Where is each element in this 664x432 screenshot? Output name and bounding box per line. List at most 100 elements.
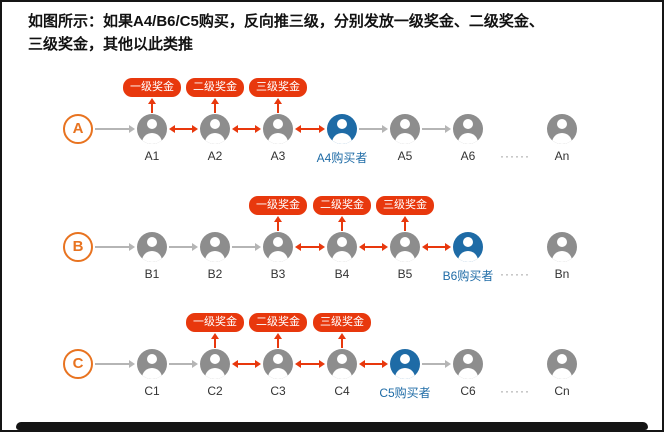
arrow-right-icon bbox=[255, 243, 261, 251]
person-torso-icon bbox=[205, 368, 225, 379]
red-arrow-line bbox=[301, 363, 319, 365]
member-avatar bbox=[327, 232, 357, 262]
row-letter-badge: C bbox=[63, 349, 93, 379]
arrow-right-icon bbox=[445, 360, 451, 368]
person-torso-icon bbox=[142, 368, 162, 379]
person-torso-icon bbox=[205, 133, 225, 144]
arrow-right-icon bbox=[129, 125, 135, 133]
person-head-icon bbox=[210, 354, 220, 364]
bonus-arrow-line bbox=[341, 339, 343, 348]
caption-line-1: 如图所示：如果A4/B6/C5购买，反向推三级，分别发放一级奖金、二级奖金、 bbox=[28, 13, 544, 30]
member-avatar bbox=[327, 349, 357, 379]
person-torso-icon bbox=[268, 368, 288, 379]
red-arrow-line bbox=[428, 246, 445, 248]
arrow-up-icon bbox=[211, 333, 219, 339]
member-label: A1 bbox=[144, 149, 160, 163]
gray-arrow-line bbox=[169, 363, 192, 365]
person-head-icon bbox=[337, 354, 347, 364]
person-torso-icon bbox=[552, 368, 572, 379]
gray-arrow-line bbox=[95, 363, 129, 365]
bonus-label: 一级奖金 bbox=[186, 313, 244, 332]
ellipsis-dots: ······ bbox=[500, 384, 530, 398]
gray-arrow-line bbox=[95, 246, 129, 248]
red-arrow-line bbox=[365, 363, 382, 365]
caption-line-2: 三级奖金，其他以此类推 bbox=[28, 36, 194, 53]
person-torso-icon bbox=[552, 133, 572, 144]
bonus-label: 一级奖金 bbox=[249, 196, 307, 215]
member-label: A3 bbox=[270, 149, 286, 163]
arrow-right-icon bbox=[319, 125, 325, 133]
person-torso-icon bbox=[332, 251, 352, 262]
bottom-border-bar bbox=[16, 422, 648, 430]
bonus-label: 三级奖金 bbox=[249, 78, 307, 97]
member-avatar bbox=[137, 114, 167, 144]
arrow-left-icon bbox=[232, 125, 238, 133]
arrow-left-icon bbox=[422, 243, 428, 251]
person-torso-icon bbox=[395, 368, 415, 379]
member-label-buyer: C5购买者 bbox=[379, 386, 431, 400]
member-label: An bbox=[554, 149, 570, 163]
person-head-icon bbox=[557, 237, 567, 247]
bonus-arrow-line bbox=[277, 339, 279, 348]
arrow-left-icon bbox=[359, 360, 365, 368]
member-avatar bbox=[547, 232, 577, 262]
arrow-up-icon bbox=[401, 216, 409, 222]
arrow-right-icon bbox=[129, 243, 135, 251]
bonus-arrow-line bbox=[277, 222, 279, 231]
arrow-left-icon bbox=[169, 125, 175, 133]
member-avatar bbox=[200, 232, 230, 262]
arrow-left-icon bbox=[295, 243, 301, 251]
person-head-icon bbox=[337, 119, 347, 129]
person-torso-icon bbox=[395, 133, 415, 144]
member-avatar bbox=[200, 349, 230, 379]
member-label-buyer: B6购买者 bbox=[442, 269, 494, 283]
arrow-right-icon bbox=[192, 243, 198, 251]
ellipsis-dots: ······ bbox=[500, 149, 530, 163]
gray-arrow-line bbox=[169, 246, 192, 248]
person-head-icon bbox=[463, 119, 473, 129]
red-arrow-line bbox=[301, 128, 319, 130]
person-torso-icon bbox=[142, 251, 162, 262]
arrow-up-icon bbox=[274, 98, 282, 104]
bonus-arrow-line bbox=[277, 104, 279, 113]
member-label: Cn bbox=[554, 384, 570, 398]
gray-arrow-line bbox=[359, 128, 382, 130]
member-avatar bbox=[453, 349, 483, 379]
arrow-left-icon bbox=[359, 243, 365, 251]
person-torso-icon bbox=[458, 368, 478, 379]
member-avatar bbox=[263, 232, 293, 262]
member-label: C4 bbox=[334, 384, 350, 398]
bonus-arrow-line bbox=[214, 104, 216, 113]
member-avatar bbox=[263, 114, 293, 144]
person-head-icon bbox=[557, 354, 567, 364]
person-torso-icon bbox=[458, 251, 478, 262]
person-torso-icon bbox=[268, 251, 288, 262]
member-label: C6 bbox=[460, 384, 476, 398]
arrow-right-icon bbox=[319, 360, 325, 368]
person-head-icon bbox=[557, 119, 567, 129]
arrow-up-icon bbox=[338, 333, 346, 339]
member-label: A5 bbox=[397, 149, 413, 163]
gray-arrow-line bbox=[232, 246, 255, 248]
member-label: C1 bbox=[144, 384, 160, 398]
arrow-up-icon bbox=[148, 98, 156, 104]
member-avatar bbox=[547, 114, 577, 144]
person-head-icon bbox=[273, 119, 283, 129]
person-torso-icon bbox=[332, 368, 352, 379]
person-head-icon bbox=[463, 354, 473, 364]
red-arrow-line bbox=[175, 128, 192, 130]
member-label: C3 bbox=[270, 384, 286, 398]
bonus-arrow-line bbox=[341, 222, 343, 231]
person-head-icon bbox=[337, 237, 347, 247]
member-avatar bbox=[390, 114, 420, 144]
member-avatar-buyer bbox=[453, 232, 483, 262]
member-avatar bbox=[200, 114, 230, 144]
arrow-up-icon bbox=[338, 216, 346, 222]
person-torso-icon bbox=[142, 133, 162, 144]
arrow-right-icon bbox=[319, 243, 325, 251]
gray-arrow-line bbox=[95, 128, 129, 130]
row-letter-badge: B bbox=[63, 232, 93, 262]
